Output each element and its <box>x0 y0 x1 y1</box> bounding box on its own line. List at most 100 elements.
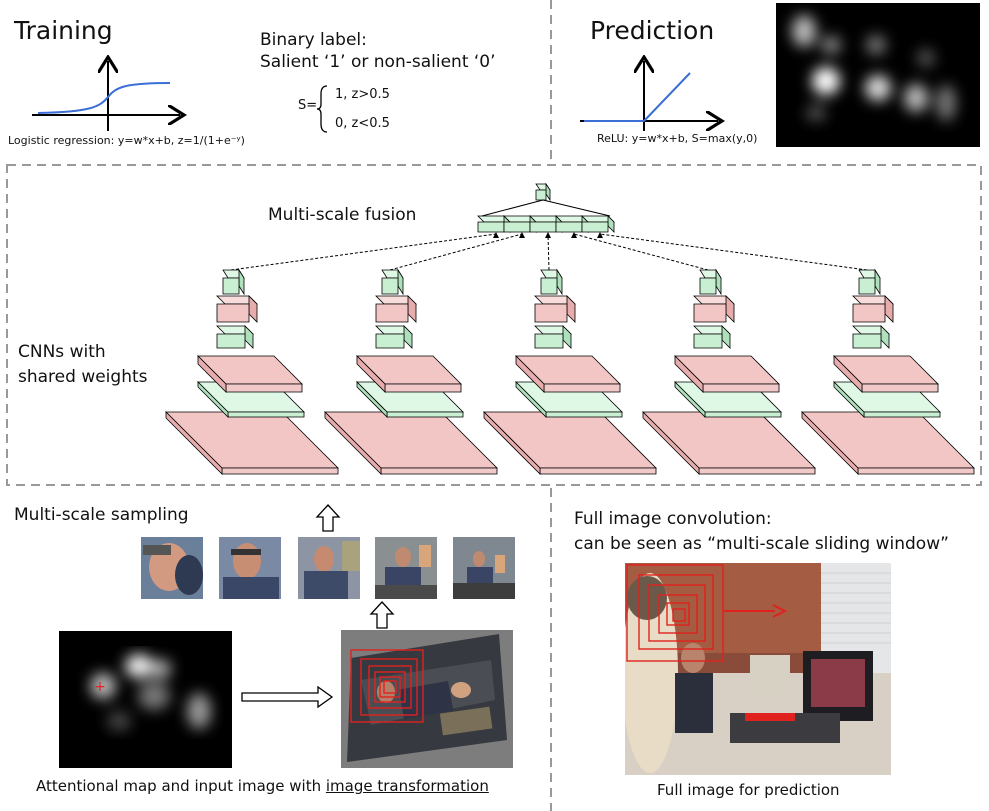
cnn-column-3-conv1-side <box>483 411 541 475</box>
cnn-column-4-pool1-front <box>704 411 782 418</box>
cnn-column-3-pool2-side <box>562 325 572 349</box>
attention-map-image: + <box>59 631 232 768</box>
cnn-column-4-pool1-side <box>674 381 706 418</box>
cnn-column-5-conv1-front <box>857 467 975 475</box>
fusion-cell <box>555 221 583 233</box>
cnn-column-3-conv1-front <box>539 467 657 475</box>
full-image-title: Full image convolution: can be seen as “… <box>574 507 949 557</box>
cnn-column-2-conv2-side <box>356 355 386 393</box>
case-1: 1, z>0.5 <box>335 87 390 102</box>
logistic-plot <box>32 55 200 131</box>
cnn-label-line1: CNNs with <box>18 342 106 362</box>
cnn-column-2-conv1-front <box>380 467 498 475</box>
cnn-column-4-pool2 <box>693 333 723 349</box>
cnn-column-2-pool2-side <box>403 325 413 349</box>
fusion-label: Multi-scale fusion <box>268 205 417 225</box>
connector-arrowhead <box>545 232 551 238</box>
cnn-column-2-conv2-front <box>384 383 462 393</box>
output-link <box>481 199 544 217</box>
output-unit-side <box>545 182 551 202</box>
fusion-cell <box>529 221 557 233</box>
cnn-column-5-conv3 <box>852 303 886 323</box>
cnn-column-4-conv1-front <box>698 467 816 475</box>
connector-arrowhead <box>597 232 603 238</box>
cnn-column-3-conv2-front <box>543 383 621 393</box>
cnn-column-1-pool2-side <box>244 325 254 349</box>
sampling-caption-prefix: Attentional map and input image with <box>36 777 326 795</box>
cnn-column-4-conv2-side <box>674 355 704 393</box>
connector-arrowhead <box>519 232 525 238</box>
relu-plot <box>580 55 738 131</box>
prediction-caption: ReLU: y=w*x+b, S=max(y,0) <box>597 132 758 145</box>
cnn-column-5-conv3-side <box>884 295 894 323</box>
sampling-title: Multi-scale sampling <box>14 505 189 525</box>
sample-thumbnail <box>219 537 281 599</box>
prediction-title: Prediction <box>590 16 715 45</box>
output-unit <box>535 189 547 201</box>
brace-icon <box>316 85 328 133</box>
cnn-column-5-conv1-side <box>801 411 859 475</box>
full-scene-image <box>625 563 891 775</box>
connector-line <box>547 233 550 271</box>
cnn-column-2-fc <box>381 277 399 295</box>
cnn-column-4-pool2-side <box>721 325 731 349</box>
cnn-column-3-conv3-side <box>566 295 576 323</box>
cnn-column-3-pool1-front <box>545 411 623 418</box>
full-image-caption: Full image for prediction <box>657 781 840 799</box>
connector-arrowhead <box>493 232 499 238</box>
connector-line <box>573 233 709 271</box>
connector-line <box>230 233 497 271</box>
cnn-column-1-conv1-front <box>221 467 339 475</box>
saliency-map-image <box>776 3 980 147</box>
cnn-column-5-pool1-side <box>833 381 865 418</box>
case-0: 0, z<0.5 <box>335 116 390 131</box>
sampling-caption: Attentional map and input image with ima… <box>36 777 489 795</box>
cnn-column-1-conv1-side <box>165 411 223 475</box>
cnn-column-4-conv1-side <box>642 411 700 475</box>
cnn-column-5-conv2-front <box>861 383 939 393</box>
fusion-cell-side <box>607 215 615 233</box>
cnn-column-2-conv3-side <box>407 295 417 323</box>
cnn-column-1-conv3 <box>216 303 250 323</box>
up-arrow-icon <box>369 601 395 629</box>
connector-arrowhead <box>571 232 577 238</box>
cnn-column-1-pool1-front <box>227 411 305 418</box>
training-title: Training <box>14 16 113 45</box>
cnn-column-3-pool2 <box>534 333 564 349</box>
cnn-column-2-pool1-front <box>386 411 464 418</box>
sample-thumbnail <box>375 537 437 599</box>
cnn-column-3-conv3 <box>534 303 568 323</box>
binary-label-line1: Binary label: <box>260 30 367 50</box>
connector-line <box>389 233 523 271</box>
fusion-cell <box>503 221 531 233</box>
cnn-column-3-pool1-side <box>515 381 547 418</box>
svg-text:+: + <box>94 679 106 695</box>
cnn-column-2-pool2 <box>375 333 405 349</box>
output-link <box>542 199 611 217</box>
cnn-column-2-conv1-side <box>324 411 382 475</box>
cnn-column-5-fc-side <box>874 268 881 296</box>
sample-thumbnail <box>141 537 203 599</box>
cnn-column-4-conv3-side <box>725 295 735 323</box>
cnn-column-3-fc-side <box>556 268 563 296</box>
s-eq: S= <box>298 98 318 113</box>
cnn-column-1-pool1-side <box>197 381 229 418</box>
cnn-column-1-conv2-side <box>197 355 227 393</box>
fusion-cell <box>581 221 609 233</box>
right-arrow-icon <box>241 685 334 709</box>
cnn-column-5-pool2 <box>852 333 882 349</box>
training-caption: Logistic regression: y=w*x+b, z=1/(1+e⁻ʸ… <box>8 134 245 147</box>
cnn-column-1-conv2-front <box>225 383 303 393</box>
cnn-column-2-fc-side <box>397 268 404 296</box>
fusion-cell <box>477 221 505 233</box>
cnn-column-5-pool1-front <box>863 411 941 418</box>
cnn-column-3-fc <box>540 277 558 295</box>
transformed-input-image <box>341 630 513 768</box>
cnn-column-4-fc <box>699 277 717 295</box>
cnn-label: CNNs with shared weights <box>18 340 148 390</box>
cnn-column-1-pool2 <box>216 333 246 349</box>
up-arrow-icon <box>315 504 341 532</box>
cnn-column-5-fc <box>858 277 876 295</box>
